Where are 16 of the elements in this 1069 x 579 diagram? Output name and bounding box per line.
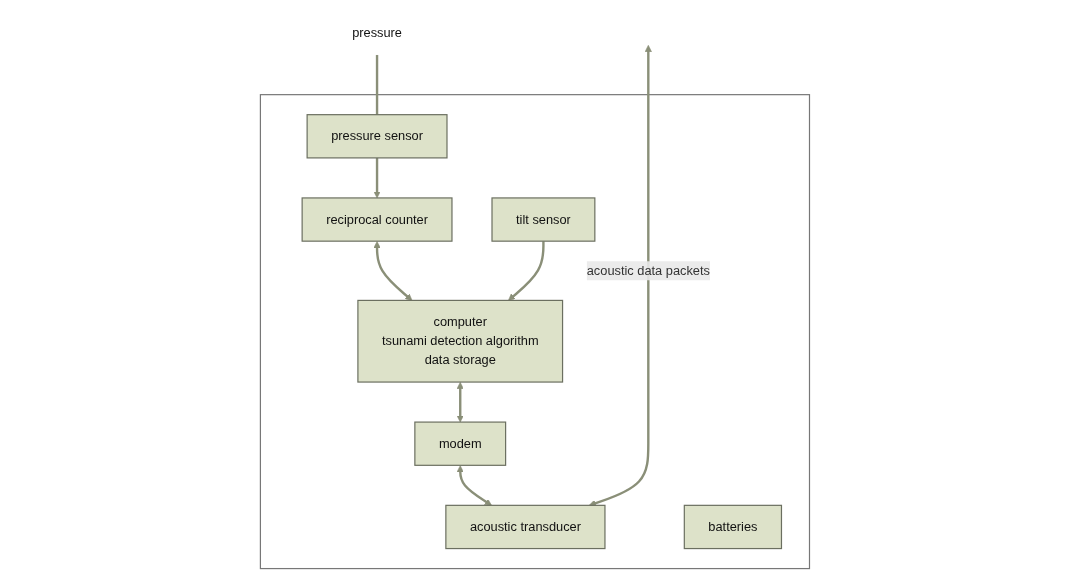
connector xyxy=(375,54,378,115)
node-box: pressure sensor xyxy=(306,113,448,158)
arrow xyxy=(456,381,464,422)
node-box: computer tsunami detection algorithm data storage xyxy=(356,299,563,383)
arrow xyxy=(456,464,492,506)
node-box: batteries xyxy=(683,504,782,549)
node-box: reciprocal counter xyxy=(301,196,453,242)
arrow xyxy=(507,240,545,301)
edge-label: acoustic data packets xyxy=(586,263,710,277)
node-box: tilt sensor xyxy=(490,196,595,242)
node-text: pressure xyxy=(351,25,402,39)
arrow xyxy=(373,157,381,198)
node-box: acoustic transducer xyxy=(444,504,606,549)
arrow xyxy=(373,240,412,301)
cluster xyxy=(259,93,810,569)
node-box: modem xyxy=(413,420,506,466)
